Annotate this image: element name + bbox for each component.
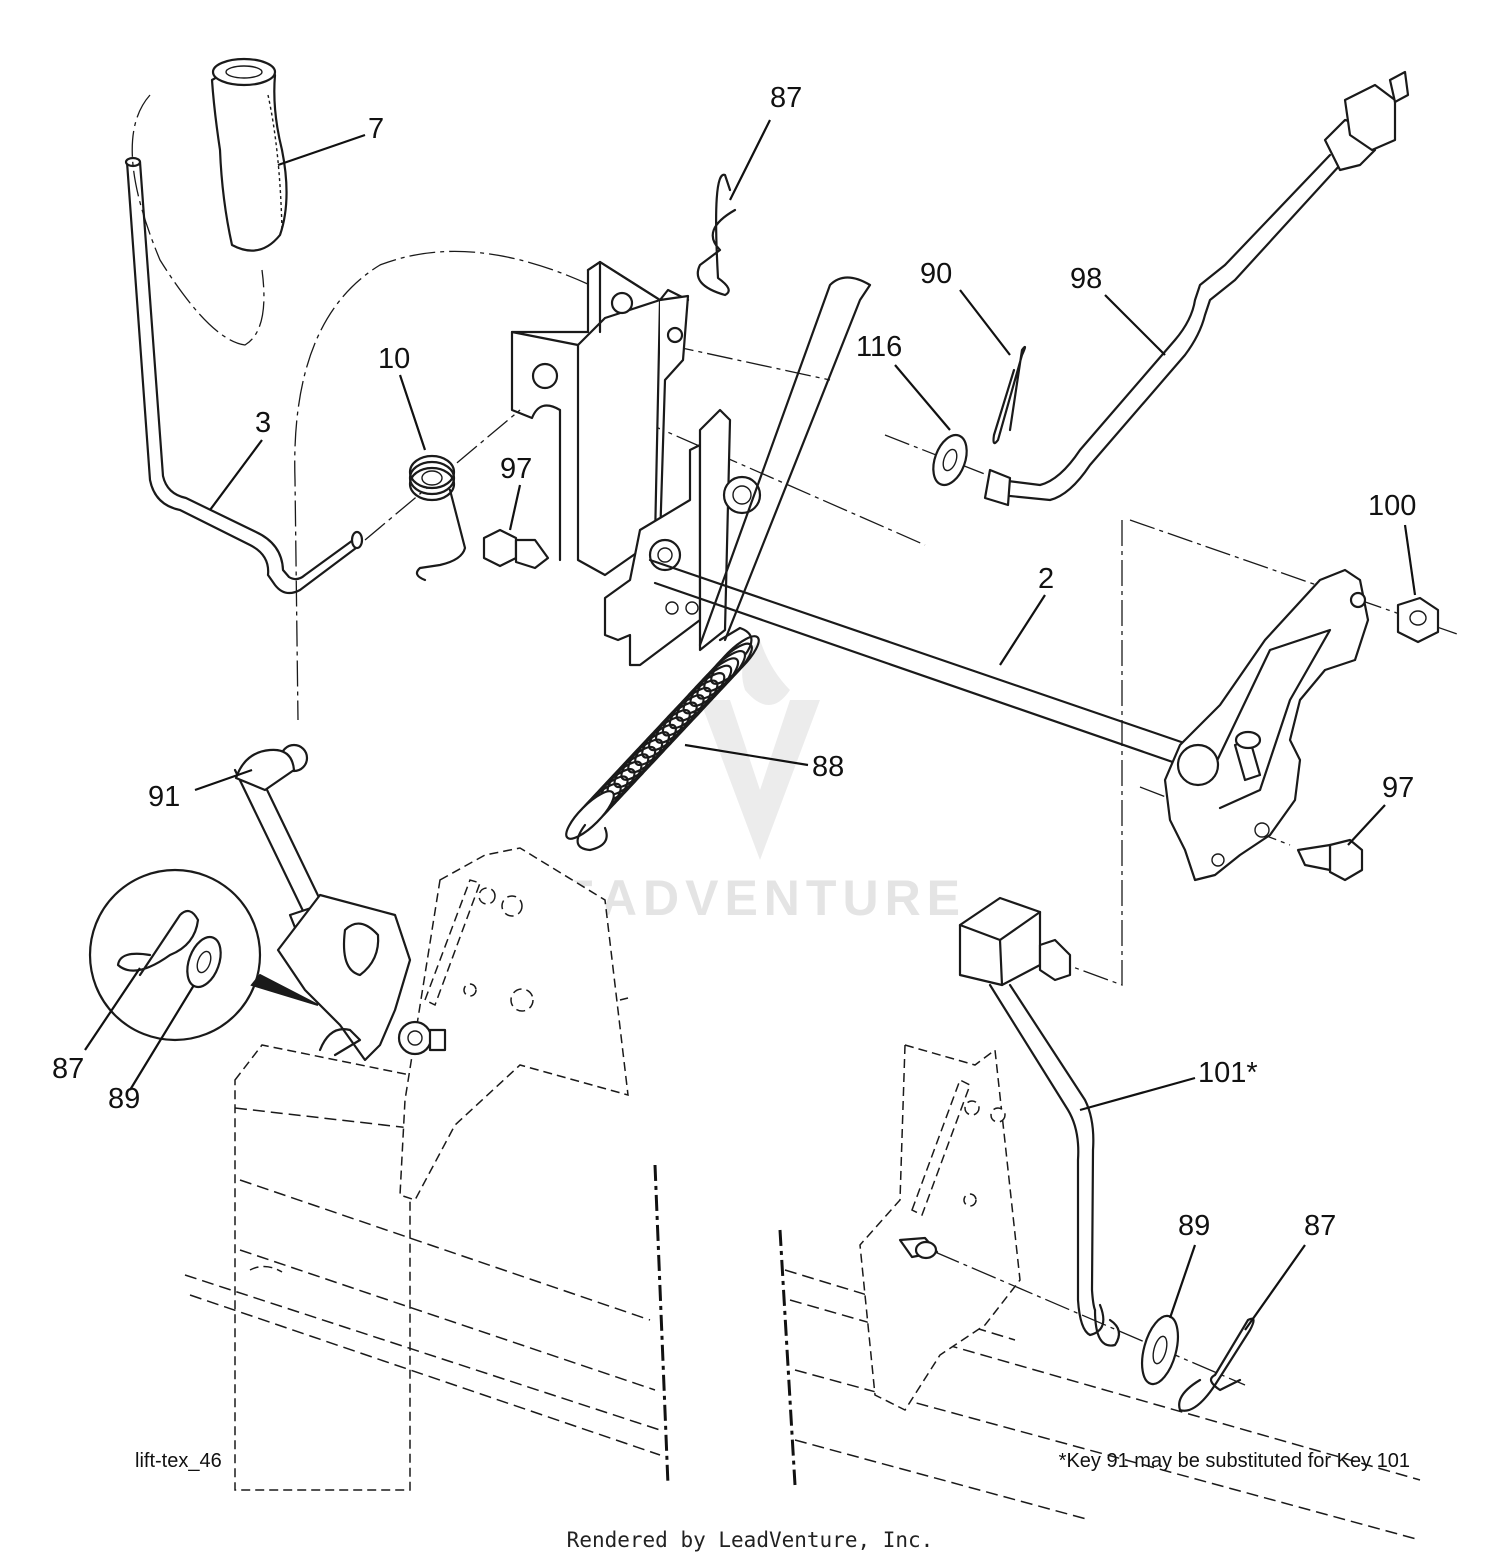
callout-91: 91 [148,781,180,813]
rendered-by: Rendered by LeadVenture, Inc. [567,1528,934,1552]
callout-89-detail: 89 [108,1083,140,1115]
callout-116: 116 [856,331,902,363]
lift-bracket-ghost-left [399,847,629,1201]
lift-link-101 [958,896,1121,1347]
callout-89-bottom: 89 [1178,1210,1210,1242]
height-adjust-rod [983,70,1410,507]
bracket-pivot-pin [898,1236,939,1260]
assembly-path-handle [294,250,591,721]
lift-frame-bracket [510,260,690,577]
hairpin-clip-87-top [696,173,737,297]
spring-wire [698,276,872,647]
spring-hook-bottom [576,823,608,852]
nut-100 [1396,596,1440,644]
washer-116 [932,433,968,487]
assembly-path-shaft-end [639,419,926,546]
break-line-right [778,1229,797,1486]
callout-90: 90 [920,258,952,290]
callout-100: 100 [1368,490,1416,522]
hairpin-clip-87-bottom [1178,1317,1255,1412]
spring-coil [565,790,615,840]
bolt-97-left [482,528,550,570]
assembly-path-bottom-pin [934,1251,1246,1386]
lift-arm-left [276,893,447,1062]
assembly-path-grip [131,94,265,346]
callout-87-bottom: 87 [1304,1210,1336,1242]
spring-hook-top [718,626,753,657]
torsion-spring [408,454,467,582]
callout-98: 98 [1070,263,1102,295]
callout-labels: 7 87 90 98 116 10 3 97 100 2 88 97 91 87… [52,82,1416,1242]
callout-101: 101* [1198,1057,1258,1089]
callout-2: 2 [1038,563,1054,595]
washer-89-bottom [1140,1314,1180,1386]
watermark: LEADVENTURE [525,640,960,926]
drawing-id: lift-tex_46 [135,1450,222,1472]
detail-callout-circle [88,868,319,1042]
handle-grip [210,57,288,252]
leader-lines [84,119,1417,1331]
callout-7: 7 [368,113,384,145]
callout-3: 3 [255,407,271,439]
assembly-path-bracket [667,344,831,381]
mower-deck-ghost-left [184,1044,661,1491]
callout-88: 88 [812,751,844,783]
lift-bracket-ghost-right [859,1044,1021,1411]
hairpin-clip-90 [992,345,1027,445]
lift-shaft [648,558,1192,770]
extension-spring [565,626,760,852]
lift-arm-right [1163,568,1370,882]
callout-87-detail: 87 [52,1053,84,1085]
callout-10: 10 [378,343,410,375]
bolt-97-right [1296,838,1364,882]
footnote: *Key 91 may be substituted for Key 101 [1059,1450,1410,1472]
break-line-left [653,1164,670,1486]
lift-handle-rod [124,156,364,595]
callout-97-left: 97 [500,453,532,485]
callout-97-right: 97 [1382,772,1414,804]
callout-87-top: 87 [770,82,802,114]
